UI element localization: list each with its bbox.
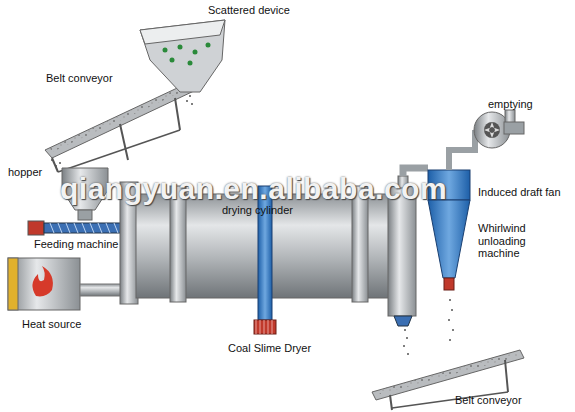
part-label: Coal Slime Dryer — [228, 342, 311, 355]
part-label: Induced draft fan — [478, 186, 561, 199]
scattered-device — [140, 20, 225, 92]
part-label: drying cylinder — [222, 204, 293, 217]
part-label: Scattered device — [208, 4, 290, 17]
part-label: hopper — [8, 166, 42, 179]
part-label: Heat source — [22, 318, 81, 331]
whirlwind-unloading-machine — [428, 130, 475, 290]
feeding-machine — [28, 221, 126, 235]
part-label: Belt conveyor — [46, 72, 113, 85]
part-label: Whirlwind unloading machine — [478, 222, 570, 260]
induced-draft-fan — [474, 110, 524, 148]
belt-conveyor-top — [45, 82, 196, 172]
belt-conveyor-bottom — [372, 350, 524, 410]
part-label: Belt conveyor — [455, 394, 522, 407]
part-label: Feeding machine — [34, 238, 118, 251]
heat-source — [8, 258, 128, 310]
watermark: qiangyuan.en.alibaba.com — [60, 172, 447, 207]
part-label: emptying — [488, 98, 533, 111]
